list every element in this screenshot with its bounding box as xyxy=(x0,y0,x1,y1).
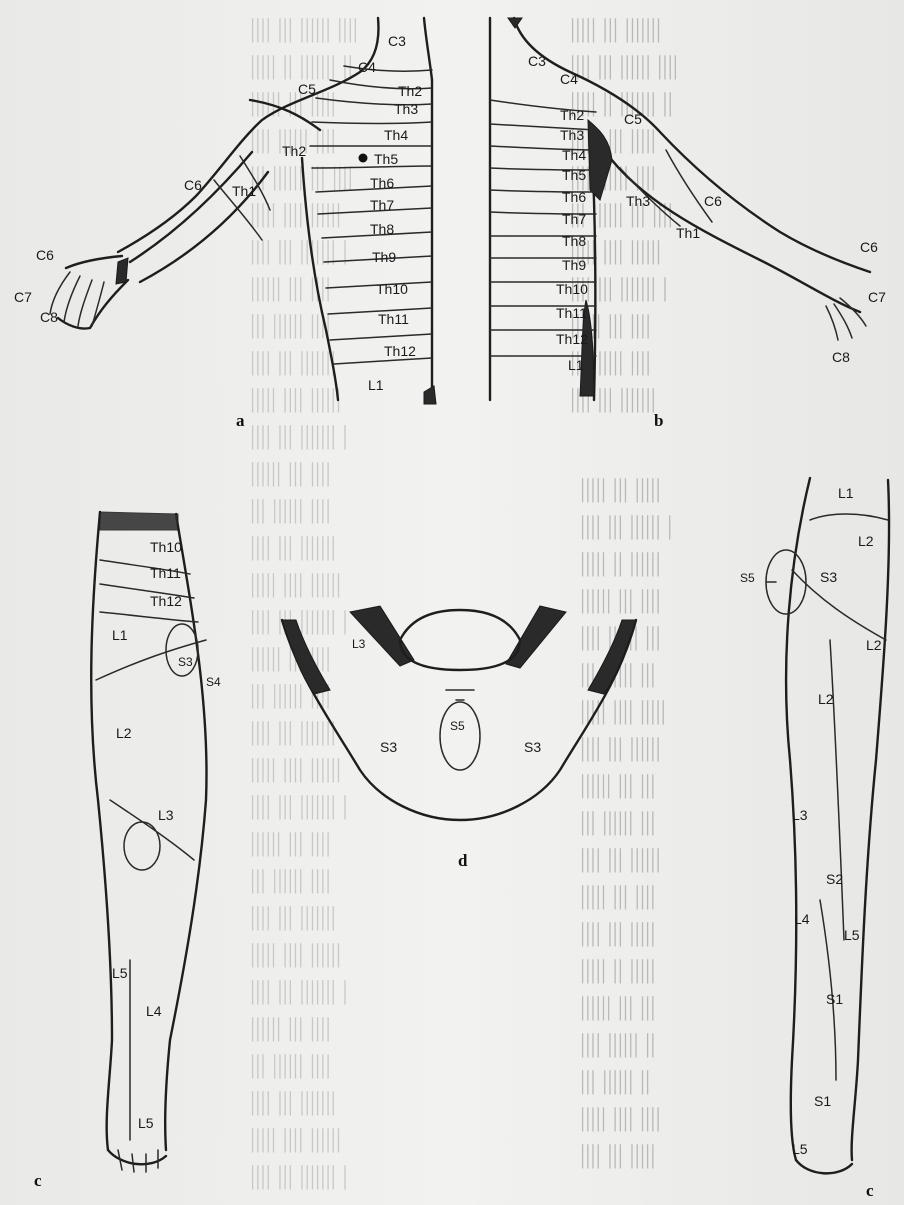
label-l5-leg-back: L5 xyxy=(844,927,860,943)
label-th9-chest: Th9 xyxy=(372,249,396,265)
label-c8-hand-back: C8 xyxy=(832,349,850,365)
label-s3-pelvis-left: S3 xyxy=(380,739,397,755)
label-th4-back: Th4 xyxy=(562,147,586,163)
label-th6-back: Th6 xyxy=(562,189,586,205)
label-th7-chest: Th7 xyxy=(370,197,394,213)
label-c3-front: C3 xyxy=(388,33,406,49)
panel-c-front-leg: Th10 Th11 Th12 L1 S3 S4 L2 L3 L5 L4 L5 c xyxy=(34,512,221,1190)
label-s5-leg-back: S5 xyxy=(740,571,755,585)
label-c5-front: C5 xyxy=(298,81,316,97)
label-th10-back: Th10 xyxy=(556,281,588,297)
label-l4-leg-front: L4 xyxy=(146,1003,162,1019)
label-c8-hand: C8 xyxy=(40,309,58,325)
label-c5-back: C5 xyxy=(624,111,642,127)
label-s5-pelvis: S5 xyxy=(450,719,465,733)
label-th1-arm: Th1 xyxy=(232,183,256,199)
label-l5-foot-front: L5 xyxy=(138,1115,154,1131)
panel-a-front-torso: C3 C4 C5 Th2 Th3 Th4 Th5 Th6 Th7 Th8 Th9… xyxy=(14,18,436,430)
label-c6-hand: C6 xyxy=(36,247,54,263)
label-th10-chest: Th10 xyxy=(376,281,408,297)
label-th11-leg: Th11 xyxy=(150,565,181,581)
label-l5-leg-front: L5 xyxy=(112,965,128,981)
label-th7-back: Th7 xyxy=(562,211,586,227)
label-th8-back: Th8 xyxy=(562,233,586,249)
panel-c-back-leg: L1 L2 S3 S5 L2 L2 L3 S2 L4 L5 S1 S1 L5 c xyxy=(740,478,889,1200)
label-l3-pelvis: L3 xyxy=(352,637,366,651)
label-th3-back: Th3 xyxy=(560,127,584,143)
label-c6-hand-back: C6 xyxy=(860,239,878,255)
label-th12-leg: Th12 xyxy=(150,593,182,609)
label-s3-pelvis-right: S3 xyxy=(524,739,541,755)
label-th3-chest: Th3 xyxy=(394,101,418,117)
label-l2-leg-back-top: L2 xyxy=(858,533,874,549)
label-l4-leg-back: L4 xyxy=(794,911,810,927)
label-l1-leg-back: L1 xyxy=(838,485,854,501)
label-c4-back: C4 xyxy=(560,71,578,87)
label-s3-leg-back: S3 xyxy=(820,569,837,585)
label-l5-foot-back: L5 xyxy=(792,1141,808,1157)
label-l2-leg-back-low: L2 xyxy=(818,691,834,707)
label-c6-arm: C6 xyxy=(184,177,202,193)
label-th2-chest: Th2 xyxy=(398,83,422,99)
label-l3-leg-front: L3 xyxy=(158,807,174,823)
label-c6-arm-back: C6 xyxy=(704,193,722,209)
panel-label-c-right: c xyxy=(866,1181,874,1200)
label-s1-foot-back: S1 xyxy=(814,1093,831,1109)
label-th3-arm-back: Th3 xyxy=(626,193,650,209)
panel-label-d: d xyxy=(458,851,468,870)
label-l1-back: L1 xyxy=(568,357,584,373)
label-l2-leg-back-mid: L2 xyxy=(866,637,882,653)
label-th12-back: Th12 xyxy=(556,331,588,347)
panel-d-pelvis: L3 S3 S5 S3 d xyxy=(282,606,636,870)
label-th10-leg: Th10 xyxy=(150,539,182,555)
label-l1-front: L1 xyxy=(368,377,384,393)
label-th4-chest: Th4 xyxy=(384,127,408,143)
label-th11-back: Th11 xyxy=(556,305,587,321)
label-s1-leg-back: S1 xyxy=(826,991,843,1007)
label-s4-leg-front: S4 xyxy=(206,675,221,689)
label-th11-chest: Th11 xyxy=(378,311,409,327)
label-th1-arm-back: Th1 xyxy=(676,225,700,241)
label-th5-back: Th5 xyxy=(562,167,586,183)
label-th12-chest: Th12 xyxy=(384,343,416,359)
panel-b-back-torso: C3 C4 C5 Th2 Th3 Th4 Th5 Th6 Th7 Th8 Th9… xyxy=(490,18,886,430)
label-th2-arm: Th2 xyxy=(282,143,306,159)
label-s3-leg-front: S3 xyxy=(178,655,193,669)
panel-label-a: a xyxy=(236,411,245,430)
panel-label-c-left: c xyxy=(34,1171,42,1190)
label-c7-hand-back: C7 xyxy=(868,289,886,305)
label-l2-leg-front: L2 xyxy=(116,725,132,741)
panel-label-b: b xyxy=(654,411,663,430)
label-th2-back: Th2 xyxy=(560,107,584,123)
label-c3-back: C3 xyxy=(528,53,546,69)
label-s2-leg-back: S2 xyxy=(826,871,843,887)
label-c7-hand: C7 xyxy=(14,289,32,305)
label-th5-chest: Th5 xyxy=(374,151,398,167)
label-th6-chest: Th6 xyxy=(370,175,394,191)
label-l1-leg: L1 xyxy=(112,627,128,643)
label-th9-back: Th9 xyxy=(562,257,586,273)
label-th8-chest: Th8 xyxy=(370,221,394,237)
label-c4-front: C4 xyxy=(358,59,376,75)
label-l3-leg-back: L3 xyxy=(792,807,808,823)
